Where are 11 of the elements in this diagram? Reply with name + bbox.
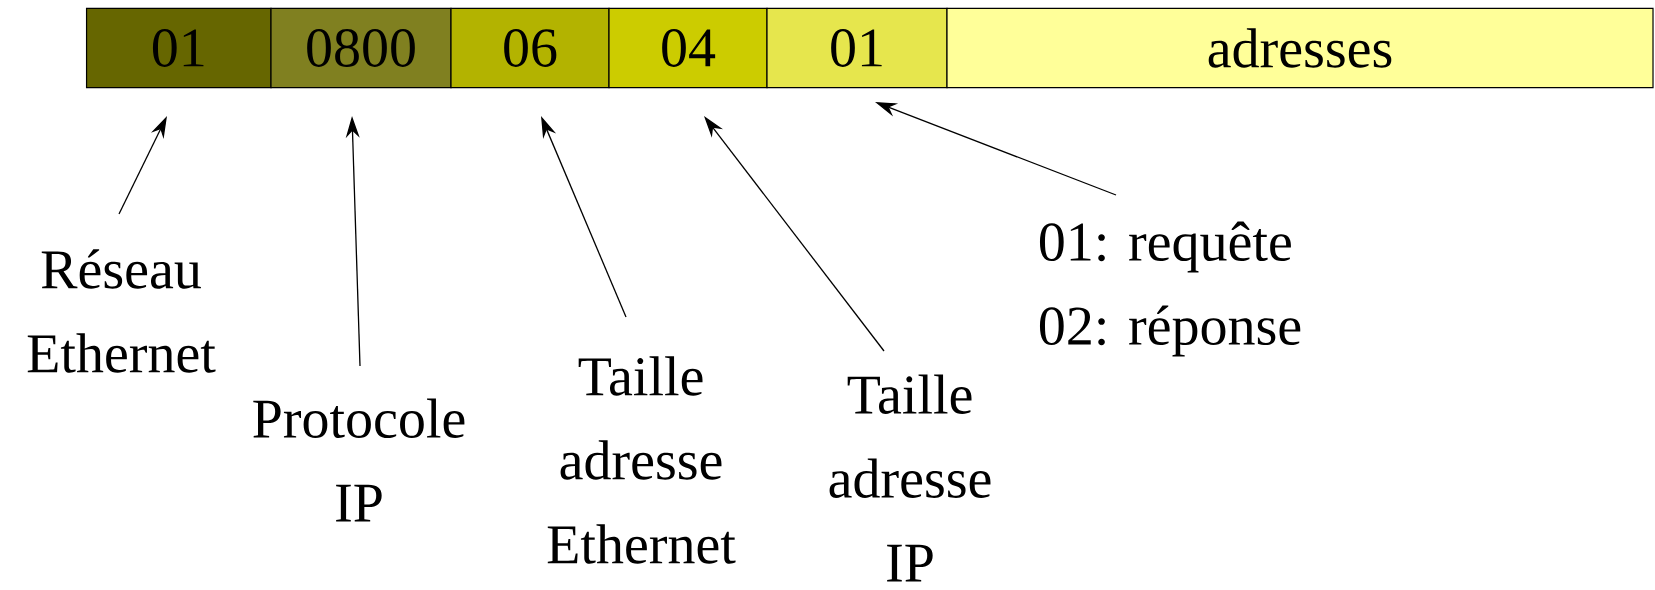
- field-box: 01: [85, 7, 272, 89]
- field-label: Taille adresse IP: [829, 374, 991, 582]
- field-box: 06: [450, 7, 610, 89]
- field-box: 0800: [270, 7, 452, 89]
- field-label: Taille adresse Ethernet: [547, 356, 736, 564]
- field-label: Protocole IP: [253, 398, 465, 522]
- field-label: 01: requête 02: réponse: [1039, 221, 1301, 357]
- field-box: 01: [766, 7, 948, 89]
- field-label: Réseau Ethernet: [27, 249, 216, 373]
- field-box: 04: [608, 7, 768, 89]
- field-box: adresses: [946, 7, 1654, 89]
